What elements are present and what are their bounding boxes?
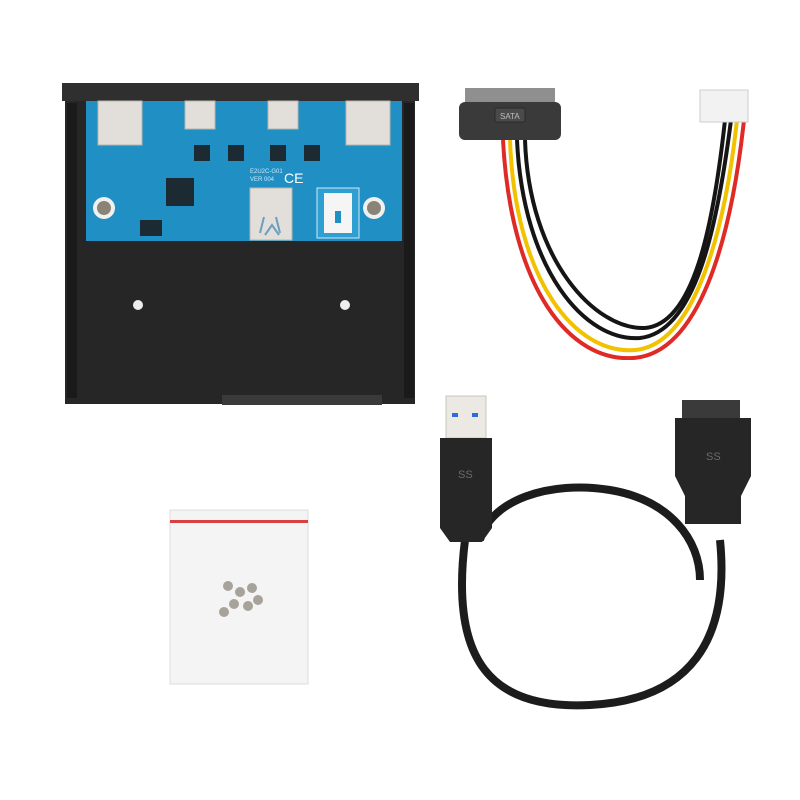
- front-panel-illustration: E2U2C-G01 VER 004 CE: [62, 83, 419, 405]
- sata-power-cable: SATA: [455, 80, 755, 361]
- board-model-text: E2U2C-G01: [250, 169, 283, 175]
- sata-cable-illustration: SATA: [459, 88, 749, 361]
- sata-label: SATA: [500, 112, 520, 121]
- ce-mark: CE: [284, 170, 303, 186]
- ss-logo-left: SS: [458, 469, 473, 481]
- screw-bag: [168, 508, 310, 686]
- screw-bag-illustration: [169, 509, 309, 685]
- usb-cable-illustration: SS SS: [440, 395, 751, 710]
- ss-logo-right: SS: [706, 451, 721, 463]
- front-panel-usb-hub: E2U2C-G01 VER 004 CE: [62, 83, 419, 406]
- usb3-header-cable: SS SS: [430, 380, 770, 720]
- board-version-text: VER 004: [250, 177, 275, 183]
